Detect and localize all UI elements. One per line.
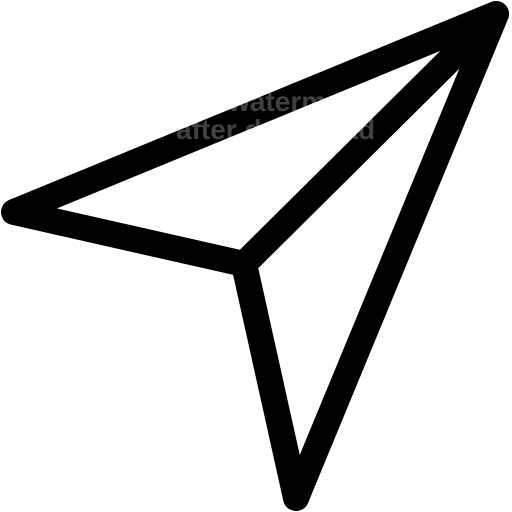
plane-fold-line <box>231 1 509 277</box>
